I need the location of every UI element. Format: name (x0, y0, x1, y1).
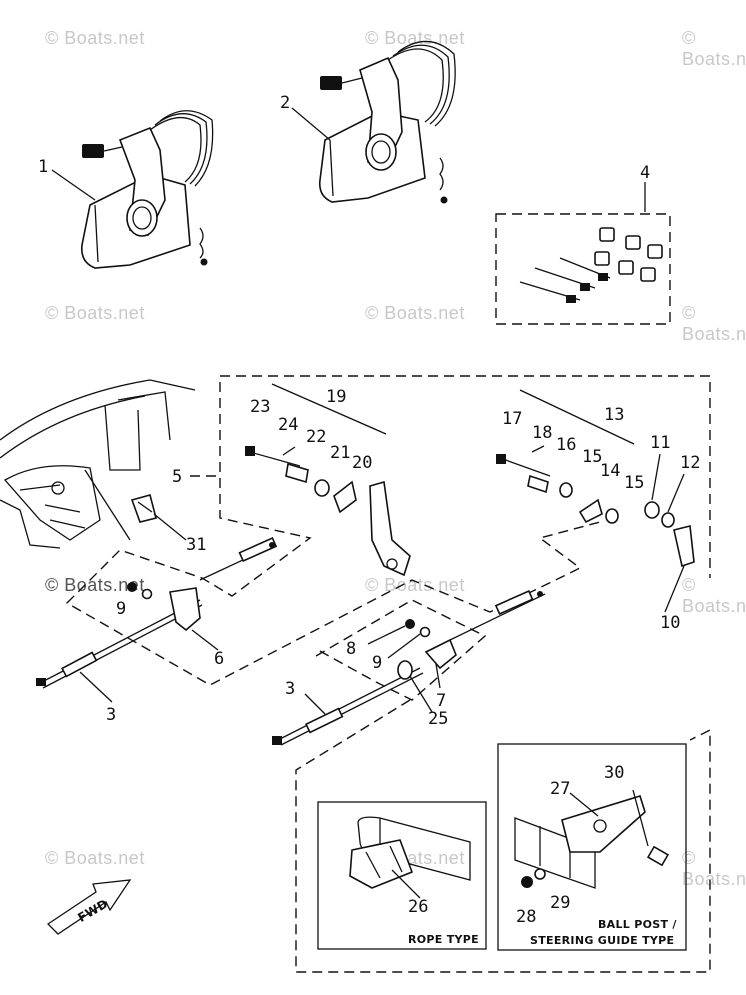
assembly-outline-lower (315, 599, 487, 701)
label-part-14: 14 (600, 461, 620, 481)
label-part-30: 30 (604, 763, 624, 783)
watermark: © Boats.net (45, 303, 145, 323)
label-part-15: 15 (582, 447, 602, 467)
watermark: © Boats.net (365, 303, 465, 323)
assembly-outline-5 (65, 475, 601, 686)
label-part-17: 17 (502, 409, 522, 429)
label-part-22: 22 (306, 427, 326, 447)
label-part-20: 20 (352, 453, 372, 473)
label-part-2: 2 (280, 93, 290, 113)
label-part-8: 8 (346, 639, 356, 659)
leader-lines (51, 107, 685, 899)
cable-3-upper (36, 599, 203, 689)
remote-control-box-2 (318, 40, 456, 204)
rope-type-panel (317, 801, 487, 950)
watermark: © Boats.net (682, 848, 746, 889)
label-part-9: 9 (116, 599, 126, 619)
watermark: © Boats.net (45, 28, 145, 48)
label-part-15-b: 15 (624, 473, 644, 493)
label-part-13: 13 (604, 405, 624, 425)
label-part-27: 27 (550, 779, 570, 799)
label-part-5: 5 (172, 467, 182, 487)
caption-ball-post: BALL POST / (598, 918, 677, 931)
watermark: © Boats.net (365, 28, 465, 48)
watermark: © Boats.net (682, 303, 746, 344)
cable-upper-link (199, 537, 278, 581)
caption-steering-guide: STEERING GUIDE TYPE (530, 934, 674, 947)
label-part-3-lower: 3 (285, 679, 295, 699)
label-part-24: 24 (278, 415, 298, 435)
label-part-21: 21 (330, 443, 350, 463)
bracket-6 (127, 582, 201, 632)
assembly-outline-bottom (295, 699, 711, 973)
engine-cowling (0, 379, 196, 549)
label-part-29: 29 (550, 893, 570, 913)
caption-fwd: FWD (75, 897, 110, 925)
part-number-labels: 1 2 4 5 31 9 6 3 3 8 9 7 25 10 23 19 24 … (38, 93, 700, 927)
label-part-4: 4 (640, 163, 650, 183)
label-part-11: 11 (650, 433, 670, 453)
label-part-9-lower: 9 (372, 653, 382, 673)
forward-arrow-icon (46, 879, 132, 935)
watermark: © Boats.net (45, 848, 145, 868)
label-part-7: 7 (436, 691, 446, 711)
label-part-16: 16 (556, 435, 576, 455)
watermark: © Boats.net (365, 575, 465, 595)
watermark: © Boats.net (682, 28, 746, 69)
label-part-18: 18 (532, 423, 552, 443)
cable-3-lower (272, 660, 424, 746)
label-part-19: 19 (326, 387, 346, 407)
part-19-link-group (245, 383, 411, 577)
label-part-26: 26 (408, 897, 428, 917)
part-13-link-group (496, 389, 695, 568)
assembly-outline-main (219, 375, 711, 578)
cable-lower-link (449, 589, 546, 641)
ball-post-panel (497, 743, 687, 951)
label-part-25: 25 (428, 709, 448, 729)
remote-control-box-1 (80, 110, 214, 269)
label-part-1: 1 (38, 157, 48, 177)
label-part-3: 3 (106, 705, 116, 725)
label-part-6: 6 (214, 649, 224, 669)
watermark: © Boats.net (45, 575, 145, 595)
caption-rope-type: ROPE TYPE (408, 933, 479, 946)
label-part-10: 10 (660, 613, 680, 633)
label-part-31: 31 (186, 535, 206, 555)
label-part-28: 28 (516, 907, 536, 927)
label-part-23: 23 (250, 397, 270, 417)
bolt-kit-4 (495, 213, 671, 325)
watermark: © Boats.net (682, 575, 746, 616)
part-31-plate (130, 494, 157, 523)
bracket-7 (405, 619, 457, 670)
label-part-12: 12 (680, 453, 700, 473)
